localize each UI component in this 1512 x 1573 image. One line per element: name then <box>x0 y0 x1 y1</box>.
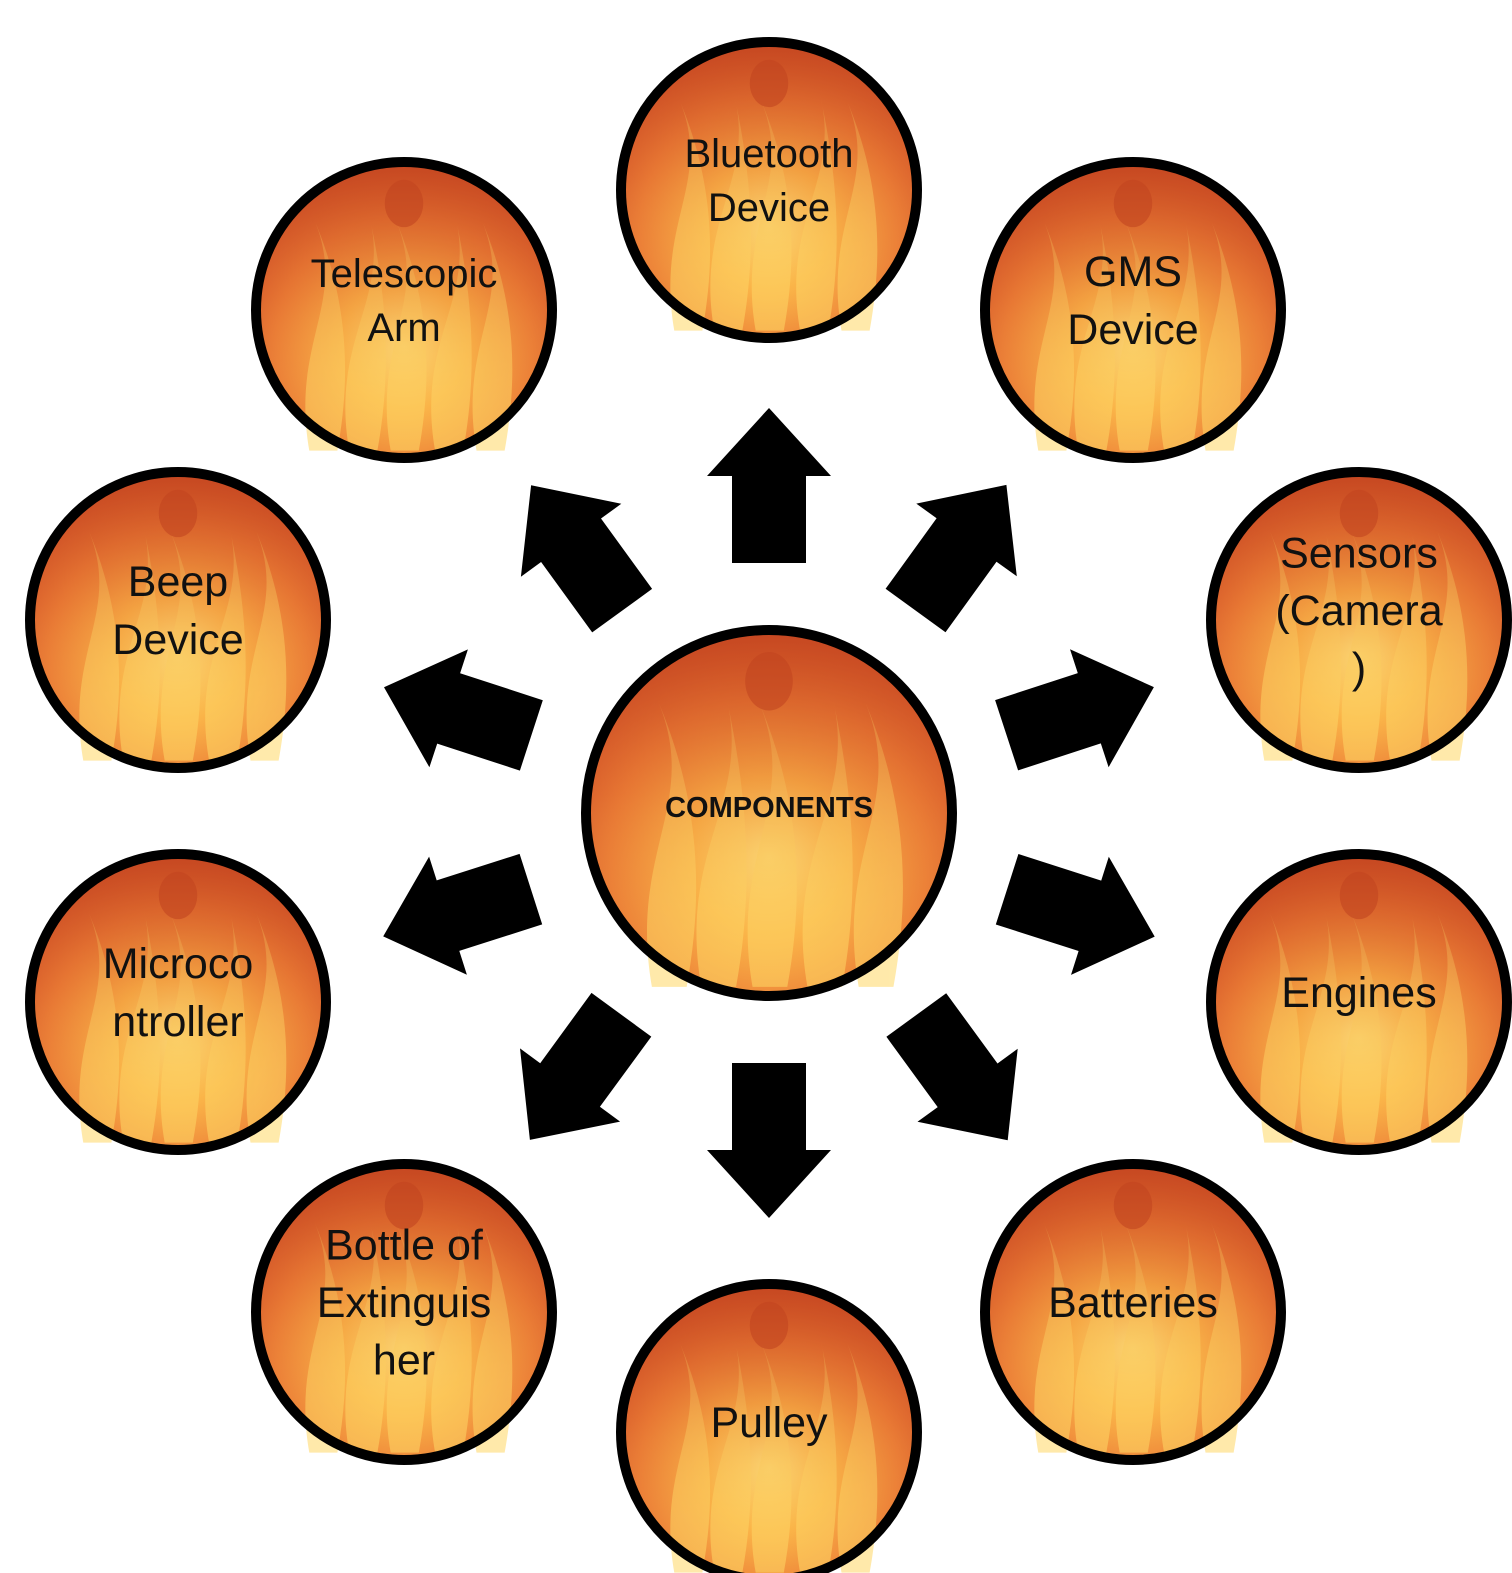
arrow-to-bluetooth <box>707 408 831 563</box>
node-beep-shade <box>30 472 326 768</box>
node-sensors-outline <box>1206 467 1512 773</box>
node-telescopic-label-line: Telescopic <box>311 252 498 296</box>
node-telescopic-outline <box>251 157 557 463</box>
arrow-to-extinguisher <box>520 992 652 1140</box>
center-components-label-line: COMPONENTS <box>665 792 873 824</box>
node-engines-label-line: Engines <box>1281 969 1436 1017</box>
node-microcontroller <box>25 849 331 1155</box>
node-bluetooth-swirl <box>749 59 789 108</box>
arrow-to-sensors <box>995 649 1154 771</box>
node-telescopic-swirl <box>384 179 424 228</box>
node-telescopic-shade <box>256 162 552 458</box>
center-components-circle-swirl <box>745 651 793 711</box>
node-extinguisher-label-line: Bottle of <box>325 1221 484 1269</box>
node-batteries-outline <box>980 1159 1286 1465</box>
node-gms-outline <box>980 157 1286 463</box>
arrow-to-beep <box>384 649 543 771</box>
node-engines-outline <box>1206 849 1512 1155</box>
node-bluetooth-label-line: Bluetooth <box>684 132 853 176</box>
node-batteries-shade <box>985 1164 1281 1460</box>
center-components-circle-shade <box>586 630 952 996</box>
node-sensors <box>1206 467 1512 773</box>
node-pulley-swirl <box>749 1301 789 1350</box>
node-beep-label-line: Device <box>112 616 243 664</box>
arrow-to-engines <box>995 854 1155 975</box>
node-gms-label-line: Device <box>1067 306 1198 354</box>
node-gms <box>980 157 1286 463</box>
center-components-circle <box>581 625 957 1001</box>
nodes-layer: COMPONENTSBluetoothDeviceGMSDeviceSensor… <box>25 37 1512 1573</box>
node-beep <box>25 467 331 773</box>
node-microcontroller-label-line: Microco <box>103 940 254 988</box>
node-telescopic <box>251 157 557 463</box>
node-sensors-label-line: Sensors <box>1280 529 1438 577</box>
node-bluetooth-outline <box>616 37 922 343</box>
node-extinguisher-label-line: Extinguis <box>317 1279 491 1327</box>
node-batteries <box>980 1159 1286 1465</box>
node-beep-outline <box>25 467 331 773</box>
node-bluetooth-label-line: Device <box>708 186 830 230</box>
node-extinguisher-swirl <box>384 1181 424 1230</box>
arrow-to-microcontroller <box>383 853 543 975</box>
center-components-circle-outline <box>581 625 957 1001</box>
node-microcontroller-outline <box>25 849 331 1155</box>
node-extinguisher-label-line: her <box>373 1337 435 1385</box>
node-sensors-swirl <box>1339 489 1379 538</box>
node-engines-shade <box>1211 854 1507 1150</box>
node-sensors-shade <box>1211 472 1507 768</box>
node-gms-label-line: GMS <box>1084 248 1182 296</box>
arrow-to-telescopic <box>520 485 653 633</box>
node-microcontroller-swirl <box>158 871 198 920</box>
node-pulley-shade <box>621 1284 917 1573</box>
arrow-to-pulley <box>707 1063 831 1218</box>
node-bluetooth-shade <box>621 42 917 338</box>
node-engines-swirl <box>1339 871 1379 920</box>
arrows-layer <box>383 408 1155 1218</box>
node-pulley <box>616 1279 922 1573</box>
node-batteries-swirl <box>1113 1181 1153 1230</box>
node-bluetooth <box>616 37 922 343</box>
node-extinguisher-shade <box>256 1164 552 1460</box>
node-batteries-label-line: Batteries <box>1048 1279 1218 1327</box>
node-beep-swirl <box>158 489 198 538</box>
arrow-to-batteries <box>886 993 1018 1141</box>
node-engines <box>1206 849 1512 1155</box>
node-telescopic-label-line: Arm <box>367 306 440 350</box>
node-sensors-label-line: (Camera <box>1275 587 1442 635</box>
node-microcontroller-label-line: ntroller <box>112 998 243 1046</box>
node-pulley-label-line: Pulley <box>710 1399 828 1447</box>
node-extinguisher <box>251 1159 557 1465</box>
node-gms-swirl <box>1113 179 1153 228</box>
node-extinguisher-outline <box>251 1159 557 1465</box>
node-gms-shade <box>985 162 1281 458</box>
node-beep-label-line: Beep <box>128 558 228 606</box>
node-microcontroller-shade <box>30 854 326 1150</box>
arrow-to-gms <box>885 484 1017 633</box>
node-pulley-outline <box>616 1279 922 1573</box>
node-sensors-label-line: ) <box>1352 645 1366 693</box>
